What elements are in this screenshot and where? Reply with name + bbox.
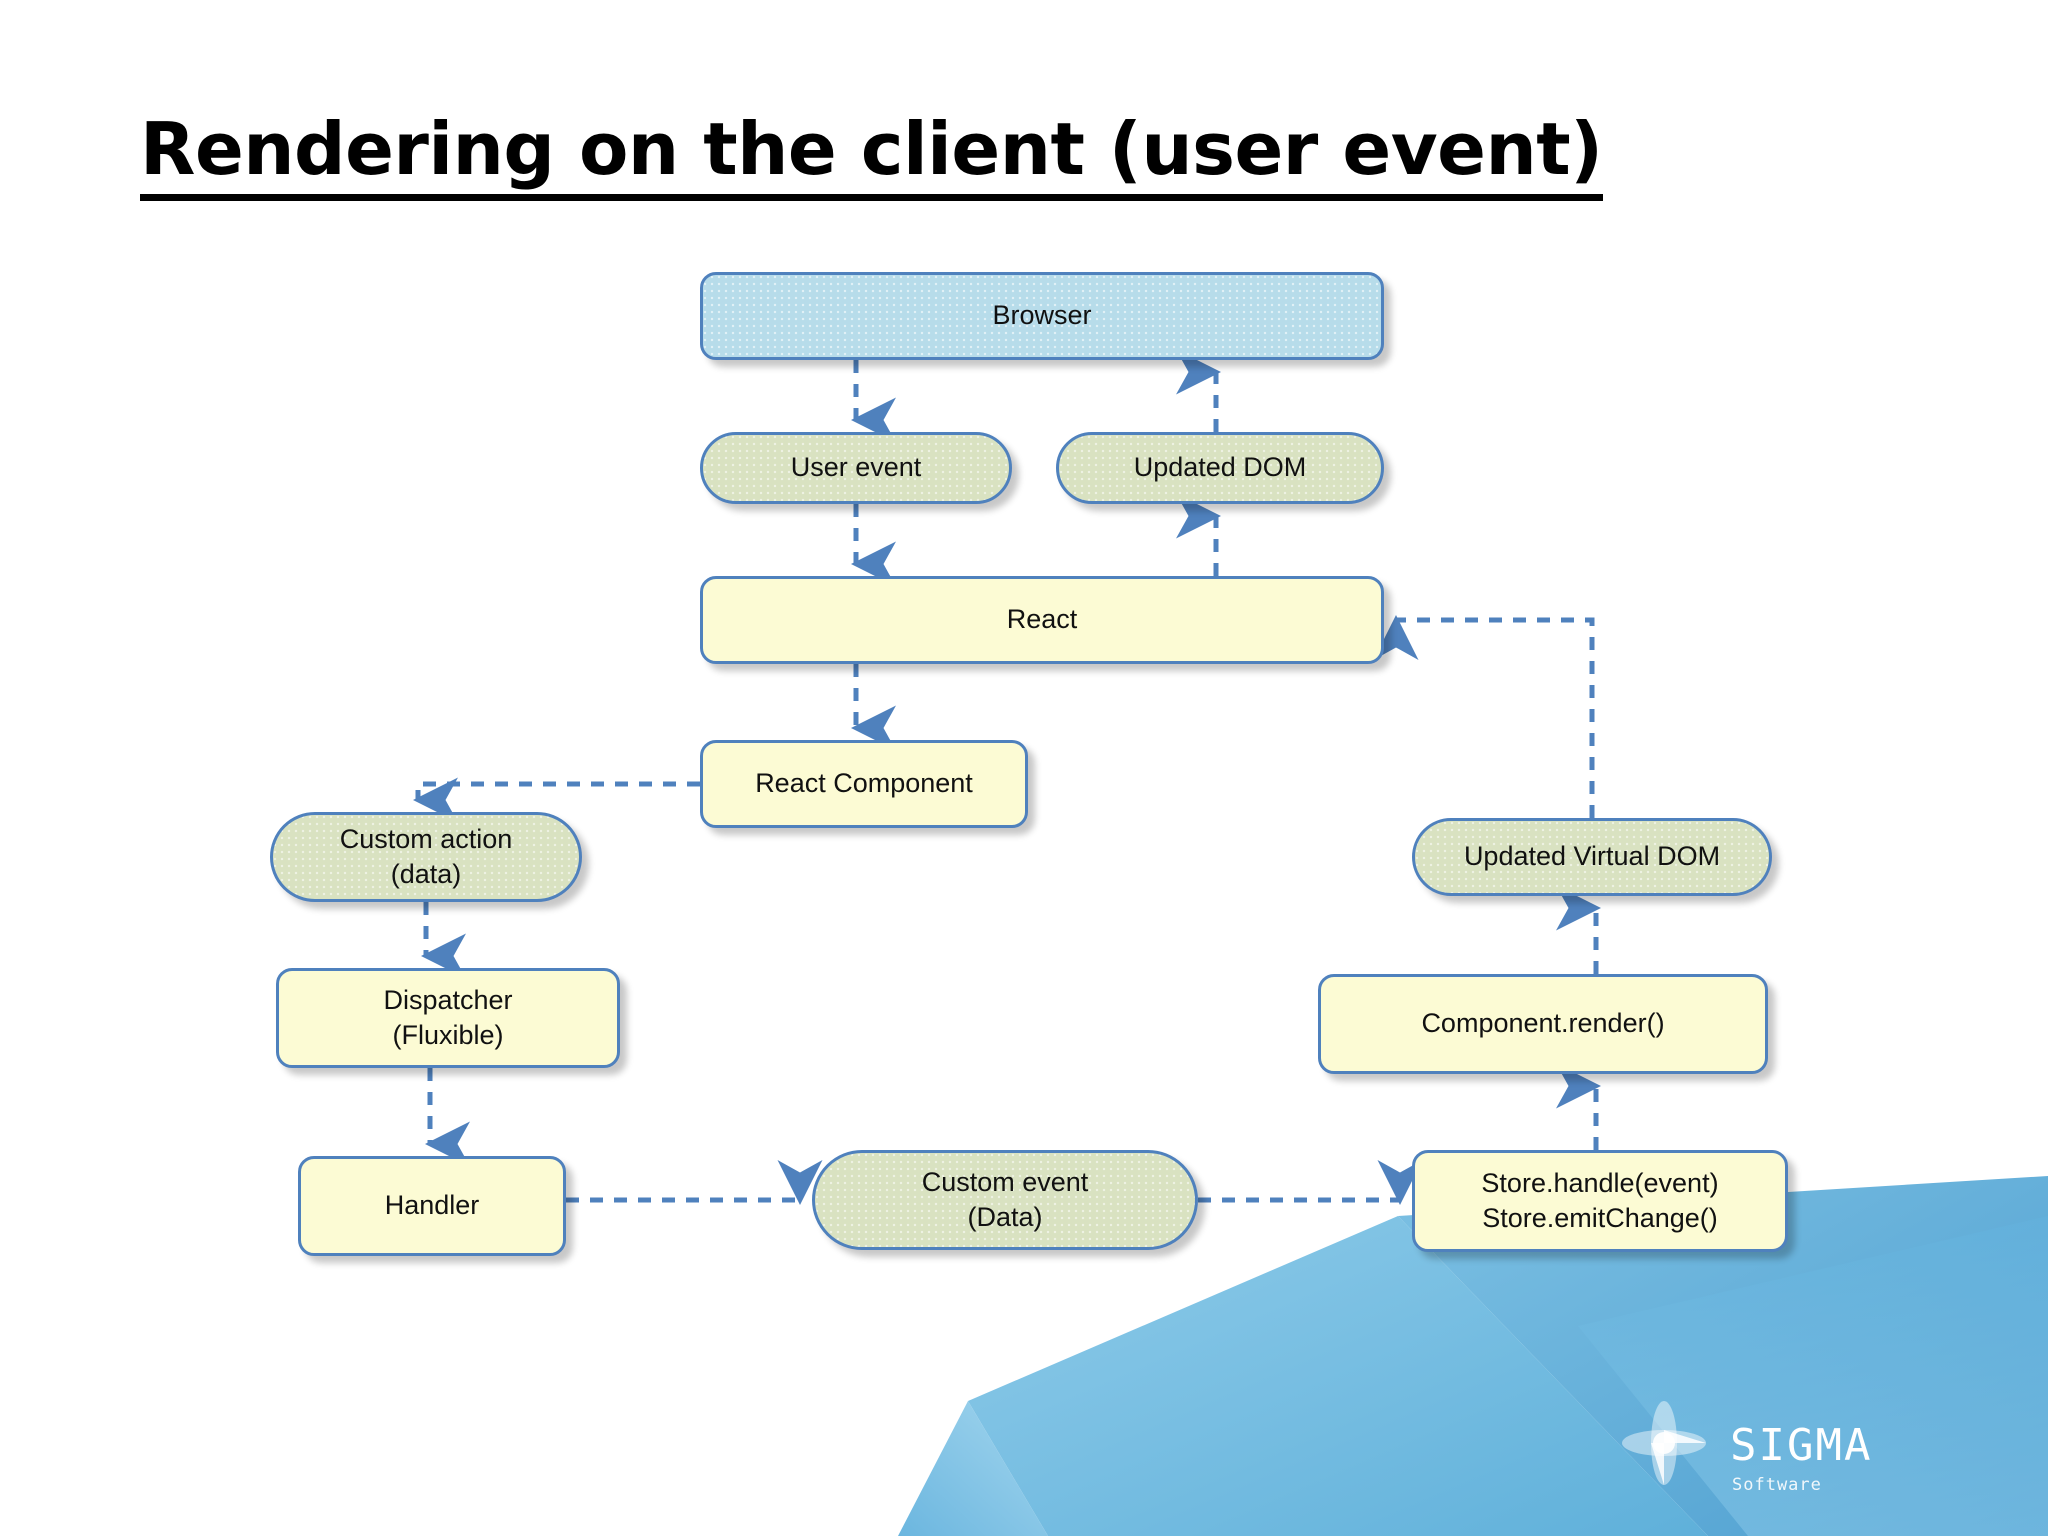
node-updated-dom-label: Updated DOM bbox=[1133, 452, 1307, 483]
node-browser-label: Browser bbox=[992, 300, 1092, 331]
node-component-render[interactable]: Component.render() bbox=[1318, 974, 1768, 1074]
node-custom-event-label: Custom event (Data) bbox=[921, 1166, 1089, 1232]
node-user-event-label: User event bbox=[790, 452, 922, 483]
node-react[interactable]: React bbox=[700, 576, 1384, 664]
node-updated-virtual-dom[interactable]: Updated Virtual DOM bbox=[1412, 818, 1772, 896]
node-handler[interactable]: Handler bbox=[298, 1156, 566, 1256]
edge-react-component-custom-action bbox=[413, 777, 700, 823]
node-custom-action-label: Custom action (data) bbox=[339, 823, 513, 889]
node-component-render-label: Component.render() bbox=[1421, 1008, 1665, 1039]
node-react-component[interactable]: React Component bbox=[700, 740, 1028, 828]
node-dispatcher[interactable]: Dispatcher (Fluxible) bbox=[276, 968, 620, 1068]
node-react-component-label: React Component bbox=[755, 768, 973, 799]
node-custom-action[interactable]: Custom action (data) bbox=[270, 812, 582, 902]
edge-updated-virtual-dom-react bbox=[1373, 615, 1595, 818]
node-dispatcher-label: Dispatcher (Fluxible) bbox=[383, 984, 513, 1050]
node-handler-label: Handler bbox=[384, 1190, 480, 1221]
node-react-label: React bbox=[1006, 604, 1078, 635]
node-updated-virtual-dom-label: Updated Virtual DOM bbox=[1463, 841, 1721, 872]
node-store[interactable]: Store.handle(event) Store.emitChange() bbox=[1412, 1150, 1788, 1252]
node-user-event[interactable]: User event bbox=[700, 432, 1012, 504]
node-store-label: Store.handle(event) Store.emitChange() bbox=[1481, 1167, 1719, 1233]
page-title: Rendering on the client (user event) bbox=[140, 111, 1603, 201]
node-custom-event[interactable]: Custom event (Data) bbox=[812, 1150, 1198, 1250]
node-updated-dom[interactable]: Updated DOM bbox=[1056, 432, 1384, 504]
node-browser[interactable]: Browser bbox=[700, 272, 1384, 360]
